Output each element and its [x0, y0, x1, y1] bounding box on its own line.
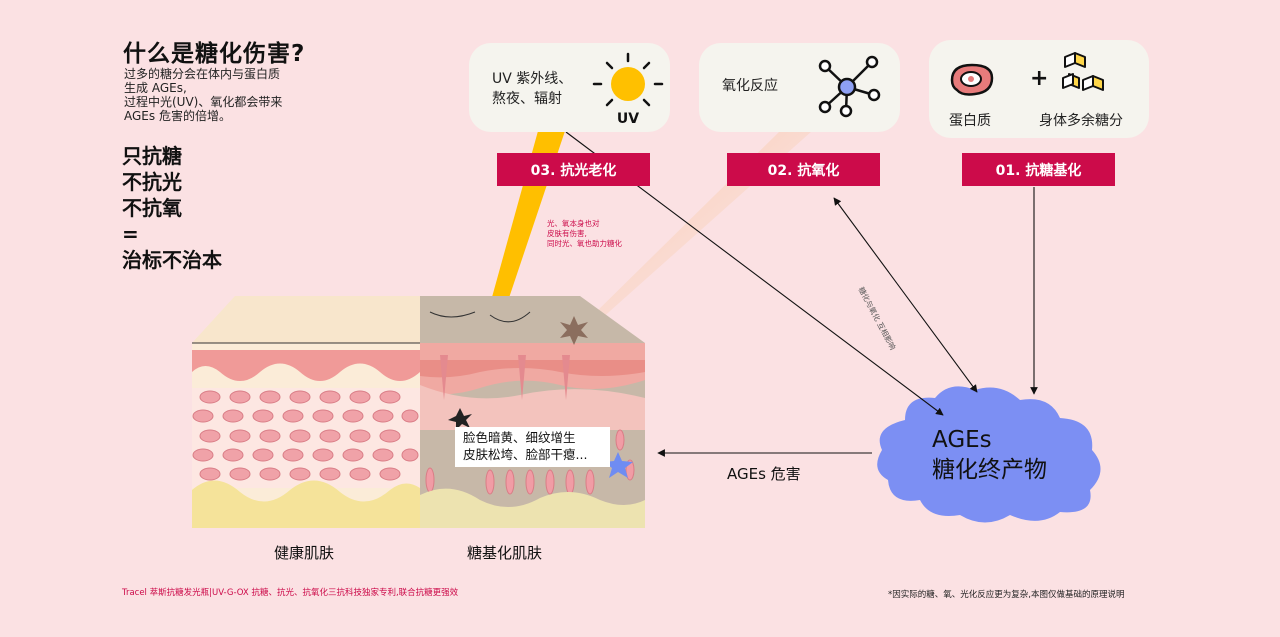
meat-icon [950, 63, 994, 96]
molecule-icon [818, 55, 881, 118]
ages-harm-label: AGEs 危害 [727, 465, 801, 483]
ages-title: AGEs [932, 427, 992, 453]
healthy-skin-illustration [192, 296, 420, 528]
uv-icon-text: UV [617, 111, 639, 127]
description-line: AGEs 危害的倍增。 [124, 109, 231, 123]
ages-text: AGEs 糖化终产物 [932, 425, 1047, 485]
oxidation-card: 氧化反应 [699, 43, 900, 132]
symptom-box: 脸色暗黄、细纹增生 皮肤松垮、脸部干瘪... [455, 427, 610, 467]
description-line: 生成 AGEs, [124, 81, 187, 95]
uv-card-line2: 熬夜、辐射 [492, 91, 562, 107]
uv-card: UV 紫外线、 熬夜、辐射 UV [469, 43, 670, 132]
slogan-line: 不抗光 [122, 170, 182, 194]
symptom-line: 皮肤松垮、脸部干瘪... [463, 447, 588, 462]
damage-star-dark [448, 408, 472, 430]
damage-star-brown [560, 316, 588, 345]
slogan-line: 不抗氧 [122, 196, 182, 220]
ages-subtitle: 糖化终产物 [932, 457, 1047, 483]
glycation-skin-label: 糖基化肌肤 [467, 544, 543, 562]
description: 过多的糖分会在体内与蛋白质 生成 AGEs, 过程中光(UV)、氧化都会带来 A… [124, 67, 364, 123]
plus-sign: + [1030, 66, 1049, 91]
glycated-skin-illustration [420, 296, 645, 528]
sugar-cubes-icon [1062, 52, 1104, 91]
protein-label: 蛋白质 [949, 113, 991, 129]
note-line: 光、氧本身也对 [547, 219, 600, 228]
slogan-line: 只抗糖 [122, 144, 182, 168]
note-line: 皮肤有伤害, [547, 229, 587, 238]
uv-card-line1: UV 紫外线、 [492, 71, 573, 87]
protein-sugar-card: + 蛋白质 身体多余糖分 [929, 40, 1149, 138]
note-line: 同时光、氧也助力糖化 [547, 239, 622, 248]
uv-card-text: UV 紫外线、 熬夜、辐射 [492, 69, 572, 109]
anti-light-label: 03. 抗光老化 [497, 153, 650, 186]
oxidation-card-text: 氧化反应 [722, 78, 778, 94]
description-line: 过多的糖分会在体内与蛋白质 [124, 67, 281, 81]
arrow-oxidation-ages [833, 197, 978, 393]
page-title: 什么是糖化伤害? [123, 41, 306, 67]
anti-oxidation-label: 02. 抗氧化 [727, 153, 880, 186]
anti-glycation-label: 01. 抗糖基化 [962, 153, 1115, 186]
light-oxygen-note: 光、氧本身也对 皮肤有伤害, 同时光、氧也助力糖化 [547, 219, 622, 249]
sun-icon: UV [592, 52, 664, 127]
description-line: 过程中光(UV)、氧化都会带来 [124, 95, 283, 109]
symptom-line: 脸色暗黄、细纹增生 [463, 430, 576, 445]
footer-right: *因实际的糖、氧、光化反应更为复杂,本图仅做基础的原理说明 [888, 590, 1125, 600]
ages-cloud [877, 386, 1101, 523]
sugar-label: 身体多余糖分 [1039, 113, 1123, 129]
healthy-skin-label: 健康肌肤 [274, 544, 335, 562]
slogan-line: 治标不治本 [122, 248, 222, 272]
damage-star-blue [604, 452, 633, 478]
footer-left: Tracel 萃斯抗糖发光瓶|UV-G-OX 抗糖、抗光、抗氧化三抗科技独家专利… [122, 588, 459, 598]
slogan-line: = [122, 222, 139, 246]
slogan: 只抗糖 不抗光 不抗氧 = 治标不治本 [122, 143, 222, 273]
